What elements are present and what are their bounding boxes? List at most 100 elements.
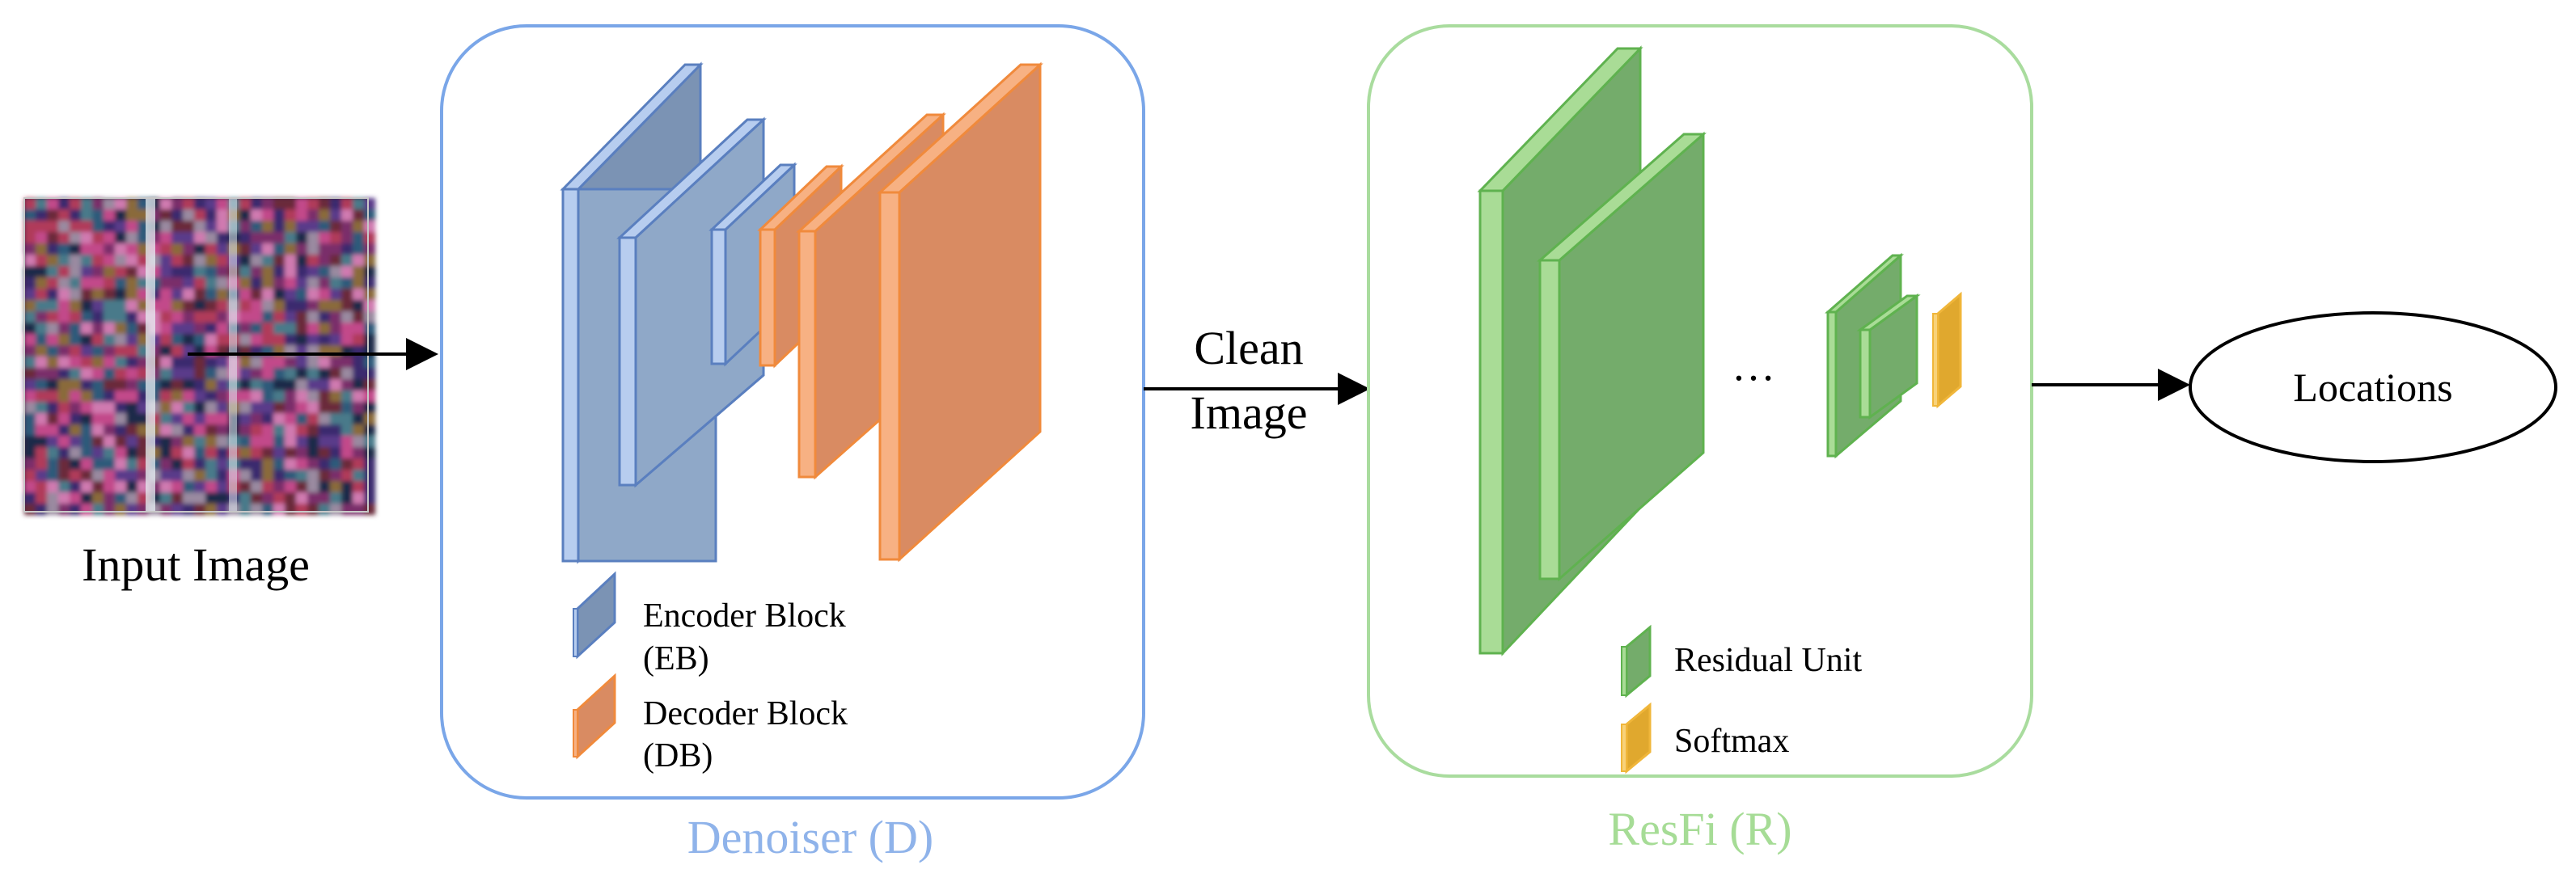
noise-pixel (183, 300, 194, 311)
noise-pixel (341, 470, 353, 481)
noise-pixel (341, 198, 353, 209)
noise-pixel (307, 436, 319, 447)
noise-pixel (183, 243, 194, 255)
noise-pixel (262, 357, 273, 368)
residual-unit-4 (1856, 293, 1921, 420)
noise-pixel (205, 368, 217, 379)
noise-pixel (194, 266, 205, 277)
resfi-title: ResFi (R) (1608, 803, 1791, 855)
noise-pixel (262, 458, 273, 470)
noise-pixel (70, 277, 81, 289)
noise-pixel (307, 311, 319, 323)
noise-pixel (262, 232, 273, 243)
noise-pixel (239, 311, 251, 323)
noise-pixel (319, 334, 330, 345)
noise-pixel (183, 289, 194, 300)
noise-pixel (205, 379, 217, 390)
noise-pixel (239, 458, 251, 470)
noise-pixel (205, 209, 217, 221)
noise-pixel (296, 311, 307, 323)
noise-pixel (24, 402, 36, 413)
noise-pixel (36, 402, 47, 413)
noise-pixel (171, 311, 183, 323)
noise-pixel (194, 379, 205, 390)
noise-pixel (296, 266, 307, 277)
noise-pixel (319, 458, 330, 470)
noise-pixel (205, 492, 217, 504)
noise-pixel (81, 209, 92, 221)
noise-pixel (364, 504, 375, 515)
noise-pixel (24, 334, 36, 345)
noise-pixel (296, 424, 307, 436)
noise-pixel (36, 255, 47, 266)
noise-pixel (126, 492, 137, 504)
noise-pixel (353, 436, 364, 447)
noise-pixel (194, 300, 205, 311)
noise-pixel (47, 289, 58, 300)
noise-pixel (160, 255, 171, 266)
noise-pixel (70, 334, 81, 345)
noise-pixel (104, 243, 115, 255)
noise-pixel (24, 232, 36, 243)
noise-pixel (330, 277, 341, 289)
noise-pixel (364, 255, 375, 266)
noise-pixel (104, 447, 115, 458)
noise-pixel (171, 413, 183, 424)
noise-pixel (307, 413, 319, 424)
noise-pixel (205, 357, 217, 368)
noise-pixel (194, 436, 205, 447)
noise-pixel (341, 504, 353, 515)
noise-pixel (239, 413, 251, 424)
legend-decoder-swatch (573, 673, 616, 760)
noise-pixel (36, 334, 47, 345)
noise-pixel (171, 481, 183, 492)
denoiser-title: Denoiser (D) (687, 811, 933, 863)
noise-pixel (171, 198, 183, 209)
noise-pixel (296, 289, 307, 300)
noise-pixel (47, 255, 58, 266)
noise-pixel (24, 470, 36, 481)
noise-pixel (273, 277, 285, 289)
noise-pixel (296, 470, 307, 481)
noise-pixel (251, 243, 262, 255)
noise-pixel (285, 221, 296, 232)
noise-pixel (296, 209, 307, 221)
noise-pixel (285, 402, 296, 413)
noise-pixel (319, 300, 330, 311)
noise-pixel (364, 424, 375, 436)
noise-pixel (36, 436, 47, 447)
noise-pixel (285, 470, 296, 481)
noise-pixel (251, 266, 262, 277)
noise-pixel (171, 323, 183, 334)
noise-pixel (70, 323, 81, 334)
noise-pixel (70, 345, 81, 357)
noise-pixel (194, 504, 205, 515)
noise-pixel (115, 390, 126, 402)
noise-pixel (273, 221, 285, 232)
noise-pixel (307, 458, 319, 470)
noise-pixel (183, 447, 194, 458)
noise-pixel (126, 334, 137, 345)
noise-pixel (70, 458, 81, 470)
noise-pixel (353, 289, 364, 300)
noise-pixel (353, 379, 364, 390)
noise-pixel (319, 447, 330, 458)
noise-pixel (296, 198, 307, 209)
noise-pixel (81, 277, 92, 289)
noise-pixel (160, 198, 171, 209)
noise-pixel (217, 243, 228, 255)
noise-pixel (307, 492, 319, 504)
noise-pixel (217, 255, 228, 266)
noise-pixel (319, 198, 330, 209)
noise-pixel (364, 334, 375, 345)
noise-pixel (262, 300, 273, 311)
noise-pixel (205, 390, 217, 402)
noise-pixel (217, 436, 228, 447)
noise-pixel (194, 424, 205, 436)
noise-pixel (70, 379, 81, 390)
noise-pixel (353, 311, 364, 323)
noise-pixel (115, 198, 126, 209)
noise-pixel (262, 436, 273, 447)
noise-pixel (330, 379, 341, 390)
noise-pixel (262, 277, 273, 289)
